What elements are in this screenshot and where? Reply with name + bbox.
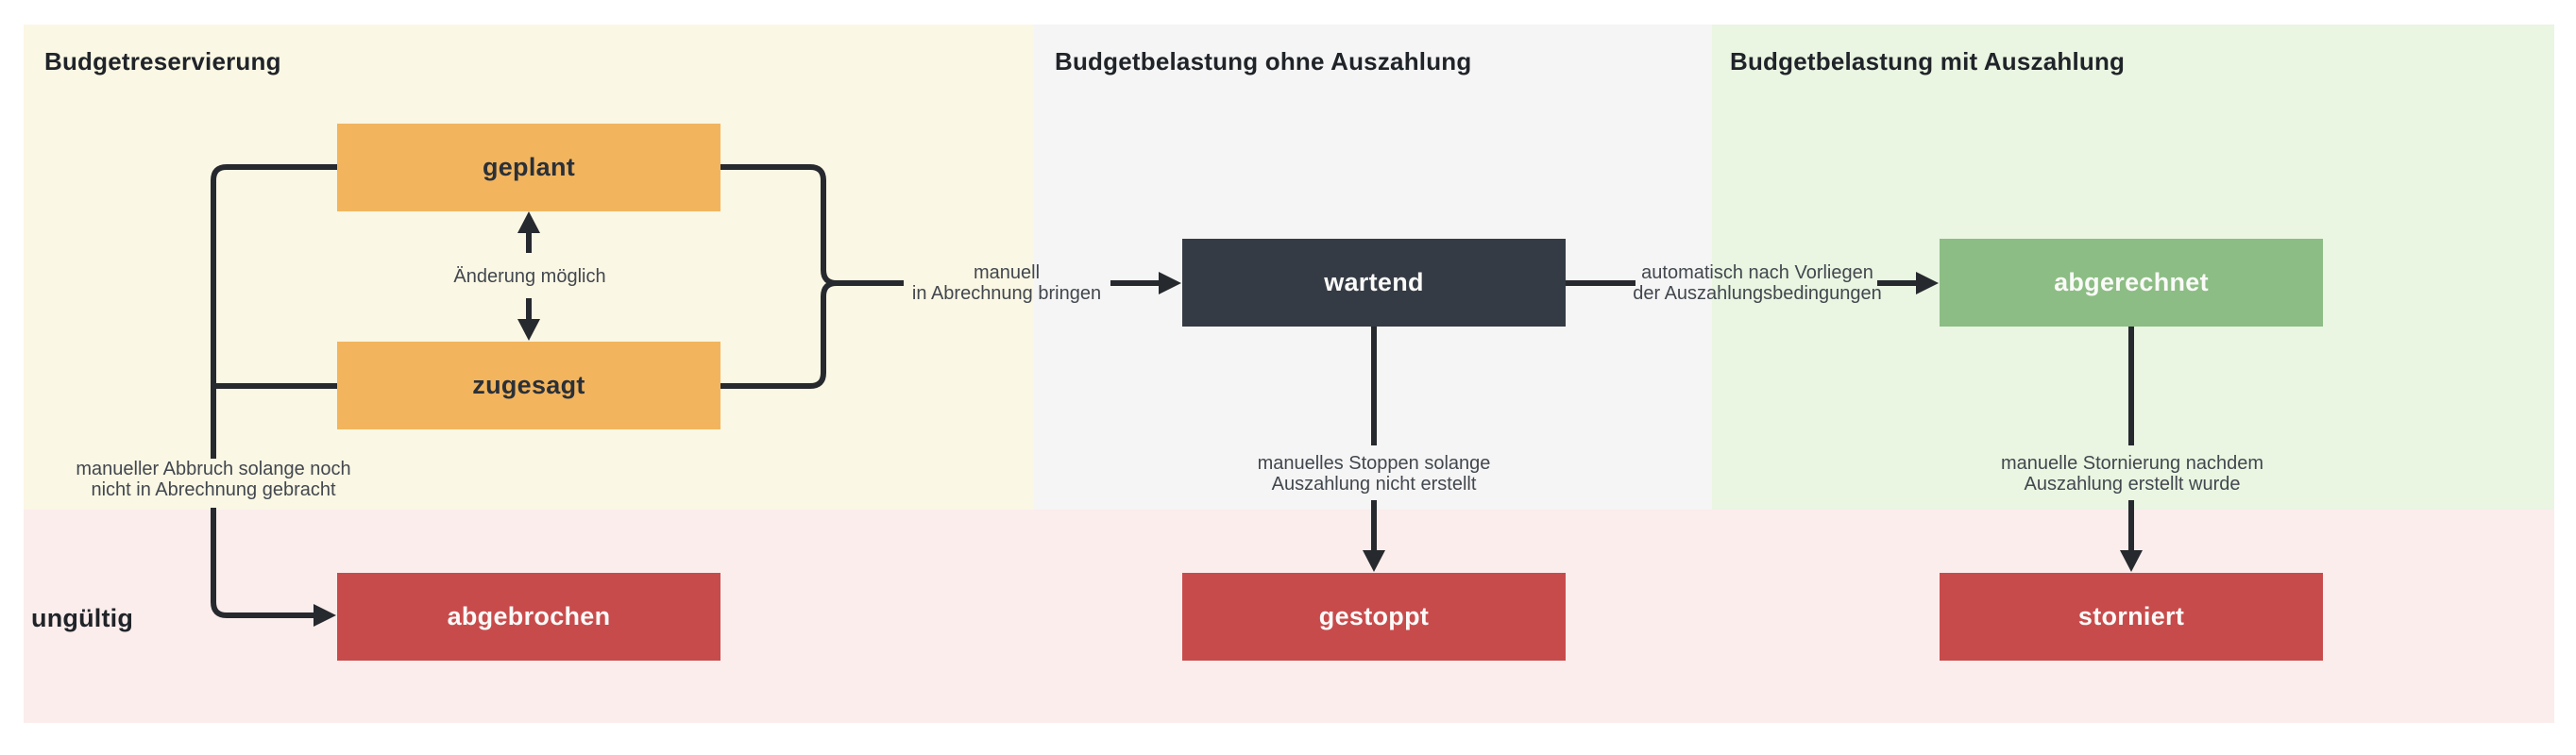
edge-label-line: Änderung möglich — [453, 266, 606, 287]
state-label-zugesagt: zugesagt — [472, 371, 585, 399]
edge-path-abbruch-lower — [211, 508, 315, 618]
edge-label-line: in Abrechnung bringen — [911, 283, 1102, 304]
edge-path-geplant-left — [211, 164, 337, 459]
edge-label-line: manuelles Stoppen solange — [1257, 453, 1491, 474]
state-box-abgebrochen: abgebrochen — [337, 573, 720, 661]
state-label-wartend: wartend — [1324, 268, 1424, 296]
edge-label-line: manuell — [973, 262, 1041, 283]
arrowhead-abgebrochen — [314, 604, 336, 627]
arrowhead-up-geplant — [517, 211, 540, 233]
state-label-geplant: geplant — [482, 153, 576, 181]
edge-label-manuelle-stornierung: manuelle Stornierung nachdem Auszahlung … — [2001, 453, 2263, 495]
state-box-wartend: wartend — [1182, 239, 1566, 327]
edge-label-manuelles-stoppen: manuelles Stoppen solange Auszahlung nic… — [1258, 453, 1491, 495]
edge-label-manueller-abbruch: manueller Abbruch solange noch nicht in … — [76, 459, 350, 500]
state-box-storniert: storniert — [1940, 573, 2323, 661]
edge-label-line: Auszahlung erstellt wurde — [2024, 474, 2241, 495]
state-label-abgebrochen: abgebrochen — [447, 602, 611, 630]
state-label-gestoppt: gestoppt — [1318, 602, 1430, 630]
state-box-gestoppt: gestoppt — [1182, 573, 1566, 661]
state-label-abgerechnet: abgerechnet — [2054, 268, 2209, 296]
arrowhead-abgerechnet — [1916, 272, 1939, 294]
edge-label-in-abrechnung-bringen: manuell in Abrechnung bringen — [912, 262, 1101, 304]
arrowhead-down-zugesagt — [517, 319, 540, 341]
edge-label-line: automatisch nach Vorliegen — [1641, 262, 1873, 283]
edge-path-zugesagt-right — [720, 280, 838, 389]
edge-label-aenderung-moeglich: Änderung möglich — [453, 266, 605, 287]
edge-label-line: Auszahlung nicht erstellt — [1271, 474, 1477, 495]
arrowhead-gestoppt — [1363, 550, 1385, 572]
arrowhead-wartend — [1159, 272, 1181, 294]
section-title-budgetreservierung: Budgetreservierung — [44, 47, 281, 76]
section-title-budgetbelastung-ohne: Budgetbelastung ohne Auszahlung — [1055, 47, 1472, 76]
section-title-ungueltig: ungültig — [31, 604, 134, 632]
state-label-storniert: storniert — [2077, 602, 2185, 630]
edge-path-geplant-right — [720, 164, 904, 286]
state-box-geplant: geplant — [337, 124, 720, 211]
edge-label-line: manueller Abbruch solange noch — [76, 459, 351, 479]
section-title-budgetbelastung-mit: Budgetbelastung mit Auszahlung — [1730, 47, 2126, 76]
edge-label-line: manuelle Stornierung nachdem — [2001, 453, 2263, 474]
edge-label-automatisch-nach-vorliegen: automatisch nach Vorliegen der Auszahlun… — [1633, 262, 1882, 304]
state-box-zugesagt: zugesagt — [337, 342, 720, 429]
edge-label-line: nicht in Abrechnung gebracht — [91, 479, 336, 500]
arrowhead-storniert — [2120, 550, 2143, 572]
state-box-abgerechnet: abgerechnet — [1940, 239, 2323, 327]
edge-label-line: der Auszahlungsbedingungen — [1633, 283, 1882, 304]
